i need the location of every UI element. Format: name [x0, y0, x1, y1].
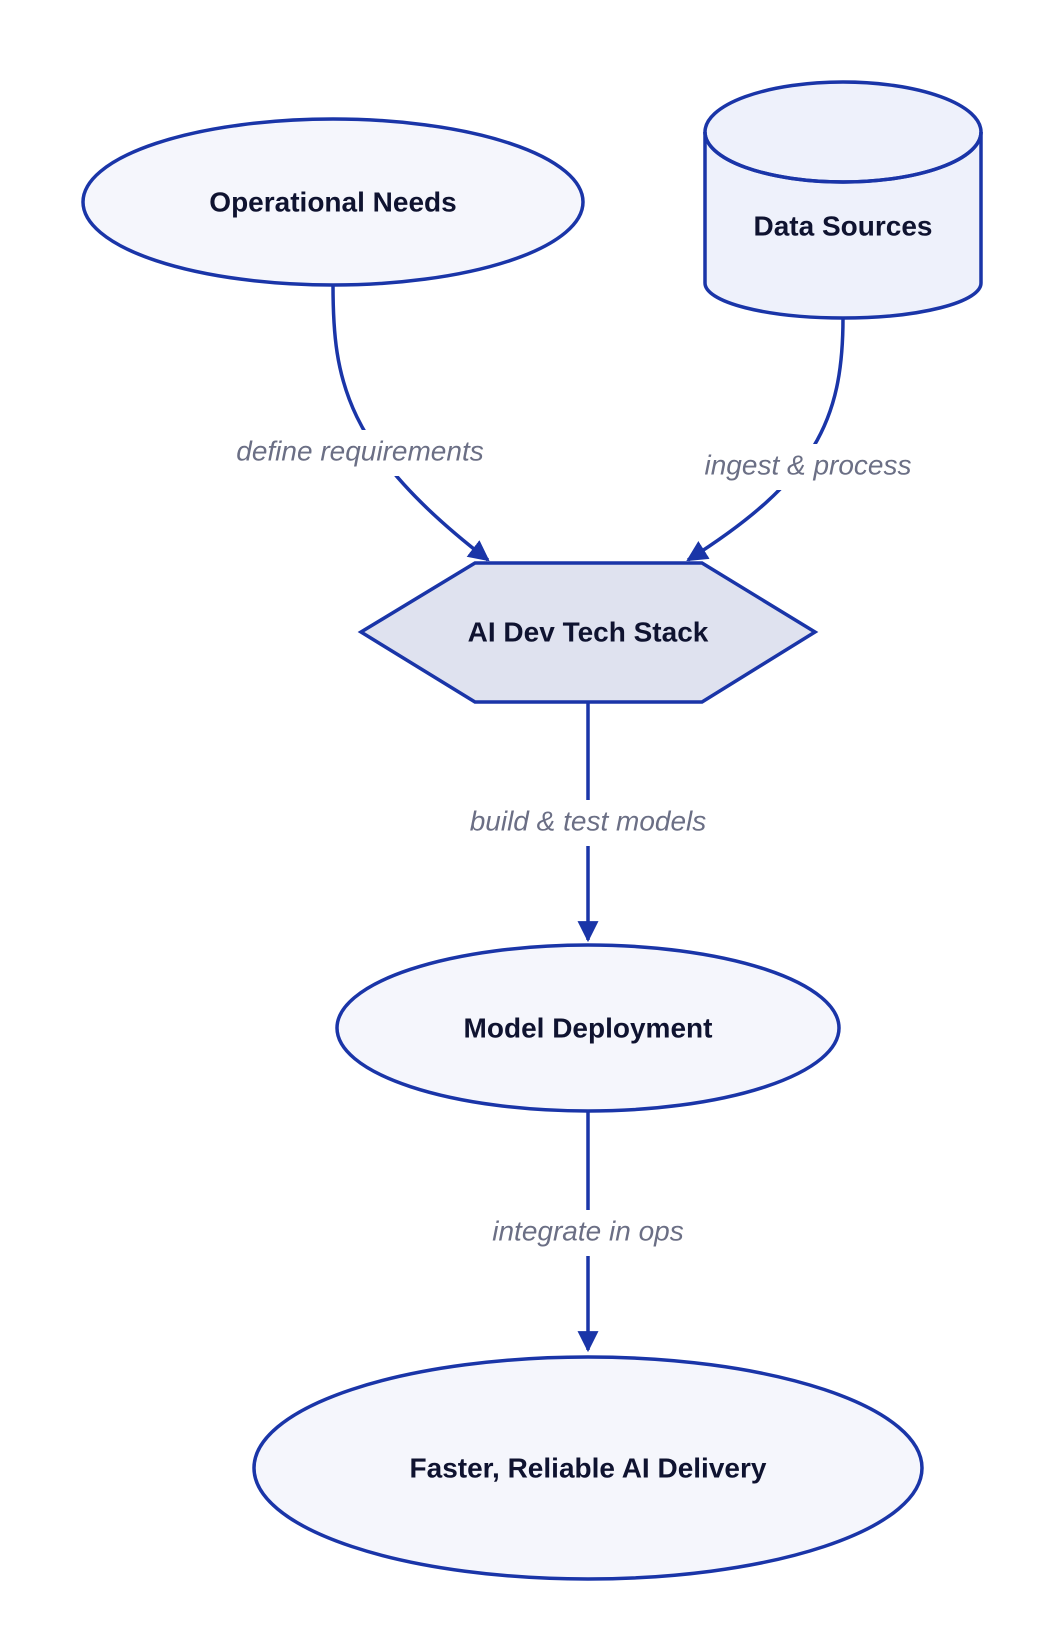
model-deployment-label: Model Deployment [464, 1012, 713, 1043]
edge-label-define-requirements-text: define requirements [236, 435, 483, 466]
edge-ingest-process [686, 317, 845, 562]
edge-define-requirements [331, 284, 490, 562]
delivery-ellipse [252, 1355, 924, 1581]
node-tech-stack: AI Dev Tech Stack [357, 561, 819, 704]
tech-stack-label: AI Dev Tech Stack [468, 616, 709, 647]
node-data-sources: Data Sources [703, 80, 983, 320]
data-sources-label: Data Sources [754, 210, 933, 241]
edge-label-define-requirements: define requirements [220, 430, 500, 476]
edge-label-build-test: build & test models [458, 800, 718, 846]
node-model-deployment: Model Deployment [335, 943, 841, 1113]
node-delivery: Faster, Reliable AI Delivery [252, 1355, 924, 1581]
edge-ingest-process-path [686, 317, 845, 562]
operational-needs-ellipse [81, 117, 585, 287]
node-operational-needs: Operational Needs [81, 117, 585, 287]
edge-label-integrate-ops-text: integrate in ops [492, 1215, 683, 1246]
data-sources-cylinder-body [703, 132, 983, 320]
edge-define-requirements-path [331, 284, 490, 562]
delivery-label: Faster, Reliable AI Delivery [410, 1452, 767, 1483]
edge-label-ingest-process-text: ingest & process [705, 449, 912, 480]
data-sources-cylinder-rim [703, 131, 983, 184]
edge-label-ingest-process: ingest & process [698, 444, 918, 490]
tech-stack-hexagon [357, 561, 819, 704]
edge-label-integrate-ops: integrate in ops [478, 1210, 698, 1256]
edge-label-build-test-text: build & test models [470, 805, 707, 836]
operational-needs-label: Operational Needs [209, 186, 456, 217]
model-deployment-ellipse [335, 943, 841, 1113]
